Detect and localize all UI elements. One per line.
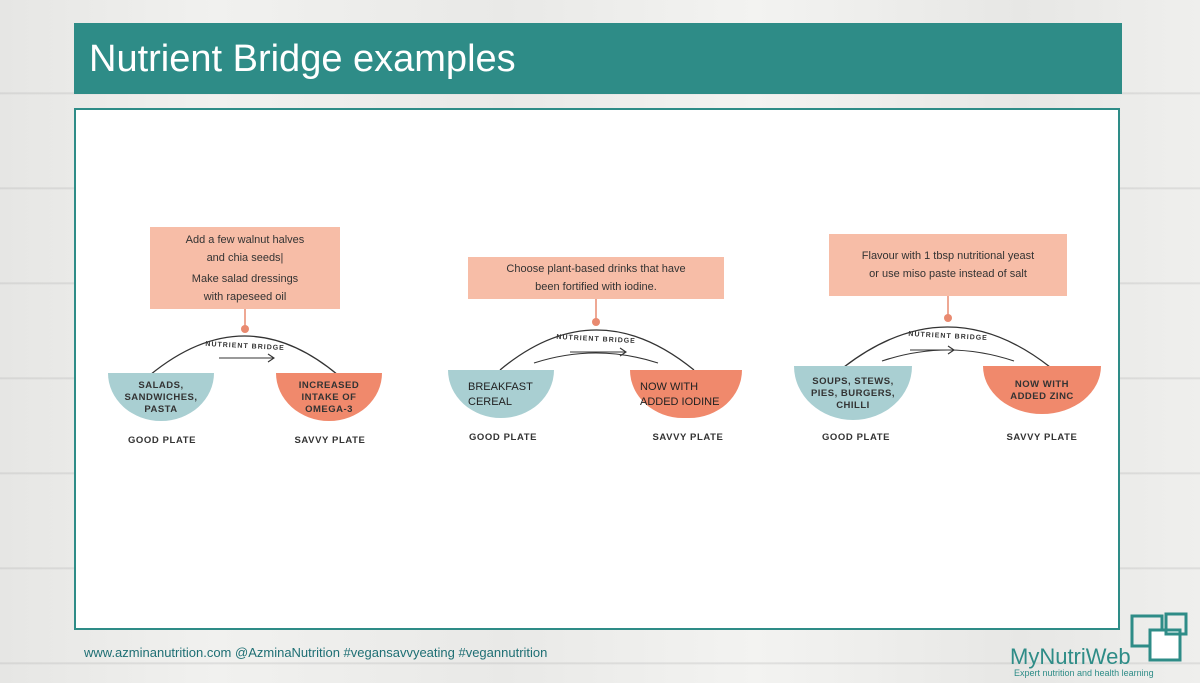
tip-line: with rapeseed oil [203, 290, 287, 303]
bridge-label: NUTRIENT BRIDGE [205, 341, 285, 352]
savvy-plate-label: SAVVY PLATE [1006, 432, 1078, 443]
tip-line: Choose plant-based drinks that have [506, 263, 686, 275]
good-plate-bowl: BREAKFAST CEREAL [448, 370, 554, 418]
tip-line: and chia seeds| [206, 251, 284, 264]
slide-title: Nutrient Bridge examples [89, 38, 516, 80]
logo-tagline: Expert nutrition and health learning [1014, 668, 1154, 678]
tip-line: Make salad dressings [191, 272, 299, 285]
savvy-plate-bowl: INCREASED INTAKE OF OMEGA-3 [276, 373, 382, 421]
title-bar: Nutrient Bridge examples [74, 23, 1122, 94]
examples-panel: Add a few walnut halves and chia seeds| … [74, 108, 1120, 630]
example-omega3: Add a few walnut halves and chia seeds| … [106, 110, 436, 630]
tip-line: Add a few walnut halves [185, 233, 305, 246]
bridge-arc: NUTRIENT BRIDGE [843, 296, 1051, 368]
logo-squares-icon [1130, 612, 1188, 662]
savvy-plate-bowl: NOW WITH ADDED IODINE [630, 370, 742, 418]
logo-name: MyNutriWeb [1010, 644, 1131, 669]
tip-line: Flavour with 1 tbsp nutritional yeast [861, 250, 1035, 262]
savvy-plate-label: SAVVY PLATE [652, 432, 724, 443]
savvy-plate-label: SAVVY PLATE [294, 435, 366, 446]
good-plate-label: GOOD PLATE [821, 432, 891, 443]
good-plate-bowl: SALADS, SANDWICHES, PASTA [108, 373, 214, 421]
good-plate-label: GOOD PLATE [468, 432, 538, 443]
example-iodine: Choose plant-based drinks that have been… [446, 110, 776, 630]
bridge-arc: NUTRIENT BRIDGE [499, 299, 695, 371]
bridge-label: NUTRIENT BRIDGE [556, 334, 636, 345]
tip-line: or use miso paste instead of salt [869, 268, 1027, 280]
bridge-arc: NUTRIENT BRIDGE [149, 309, 339, 376]
savvy-plate-bowl: NOW WITH ADDED ZINC [983, 366, 1101, 414]
mynutriweb-logo: MyNutriWeb Expert nutrition and health l… [1010, 610, 1195, 680]
tip-line: been fortified with iodine. [535, 281, 657, 293]
tip-box: Add a few walnut halves and chia seeds| … [150, 227, 340, 309]
good-plate-bowl: SOUPS, STEWS, PIES, BURGERS, CHILLI [794, 366, 912, 420]
good-plate-label: GOOD PLATE [127, 435, 197, 446]
footer-text: www.azminanutrition.com @AzminaNutrition… [84, 645, 548, 660]
example-zinc: Flavour with 1 tbsp nutritional yeast or… [792, 110, 1122, 630]
bridge-label: NUTRIENT BRIDGE [908, 331, 988, 342]
tip-box: Choose plant-based drinks that have been… [468, 257, 724, 299]
tip-box: Flavour with 1 tbsp nutritional yeast or… [829, 234, 1067, 296]
